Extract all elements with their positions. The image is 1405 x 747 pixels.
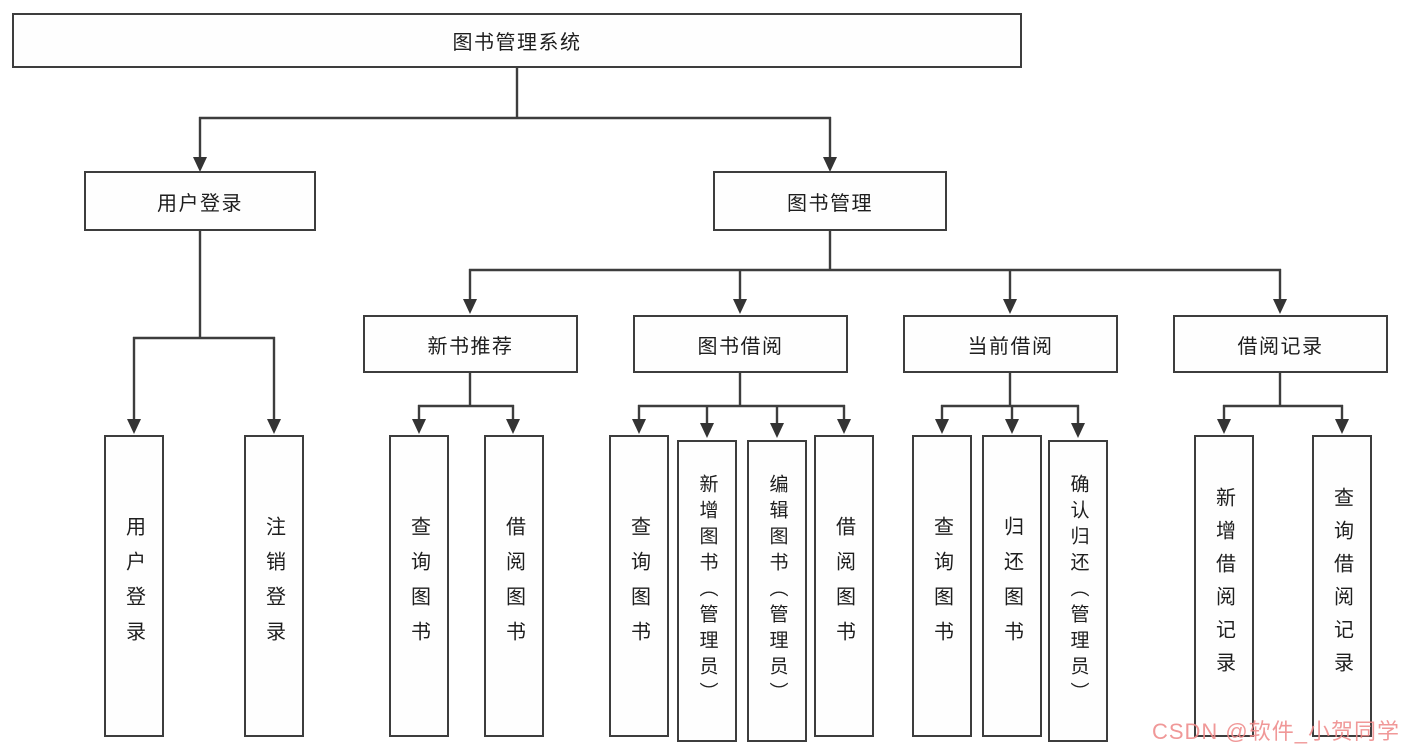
node-user-login: 用户登录 [84, 171, 316, 231]
node-label: 查询图书 [930, 516, 953, 656]
node-book-borrow: 图书借阅 [633, 315, 848, 373]
node-label: 当前借阅 [967, 335, 1054, 358]
node-label: 图书管理 [787, 192, 873, 215]
node-label: 注销登录 [262, 516, 285, 656]
node-label: 新书推荐 [427, 335, 514, 358]
node-current-borrow: 当前借阅 [903, 315, 1118, 373]
leaf-user-login: 用户登录 [104, 435, 164, 737]
node-book-management: 图书管理 [713, 171, 947, 231]
leaf-query-book-recommend: 查询图书 [389, 435, 449, 737]
edges-root-to-level2 [193, 68, 837, 172]
node-label: 图书借阅 [697, 335, 784, 358]
edges-book-mgmt-to-modules [463, 231, 1287, 314]
edges-book-borrow-subtree [632, 373, 851, 438]
node-label: 查询图书 [407, 516, 430, 656]
node-label: 用户登录 [122, 516, 145, 656]
leaf-add-borrow-record: 新增借阅记录 [1194, 435, 1254, 737]
leaf-logout: 注销登录 [244, 435, 304, 737]
leaf-borrow-book-recommend: 借阅图书 [484, 435, 544, 737]
node-root: 图书管理系统 [12, 13, 1022, 68]
node-label: 借阅记录 [1237, 335, 1324, 358]
node-label: 借阅图书 [502, 516, 525, 656]
node-label: 图书管理系统 [452, 32, 582, 54]
leaf-edit-book-admin: 编辑图书（管理员） [747, 440, 807, 742]
edges-user-login-subtree [127, 231, 281, 434]
node-label: 新增图书（管理员） [696, 474, 718, 708]
leaf-return-book: 归还图书 [982, 435, 1042, 737]
leaf-query-book-current: 查询图书 [912, 435, 972, 737]
node-label: 查询借阅记录 [1330, 487, 1353, 685]
edges-current-borrow-subtree [935, 373, 1085, 438]
node-borrow-record: 借阅记录 [1173, 315, 1388, 373]
node-label: 借阅图书 [832, 516, 855, 656]
leaf-query-borrow-record: 查询借阅记录 [1312, 435, 1372, 737]
node-label: 用户登录 [157, 192, 243, 215]
leaf-query-book-borrow: 查询图书 [609, 435, 669, 737]
leaf-confirm-return-admin: 确认归还（管理员） [1048, 440, 1108, 742]
node-label: 归还图书 [1000, 516, 1023, 656]
edges-new-book-subtree [412, 373, 520, 434]
node-label: 确认归还（管理员） [1067, 474, 1089, 708]
node-label: 编辑图书（管理员） [766, 474, 788, 708]
node-new-book-recommend: 新书推荐 [363, 315, 578, 373]
node-label: 新增借阅记录 [1212, 487, 1235, 685]
edges-borrow-record-subtree [1217, 373, 1349, 434]
leaf-borrow-book: 借阅图书 [814, 435, 874, 737]
leaf-add-book-admin: 新增图书（管理员） [677, 440, 737, 742]
node-label: 查询图书 [627, 516, 650, 656]
